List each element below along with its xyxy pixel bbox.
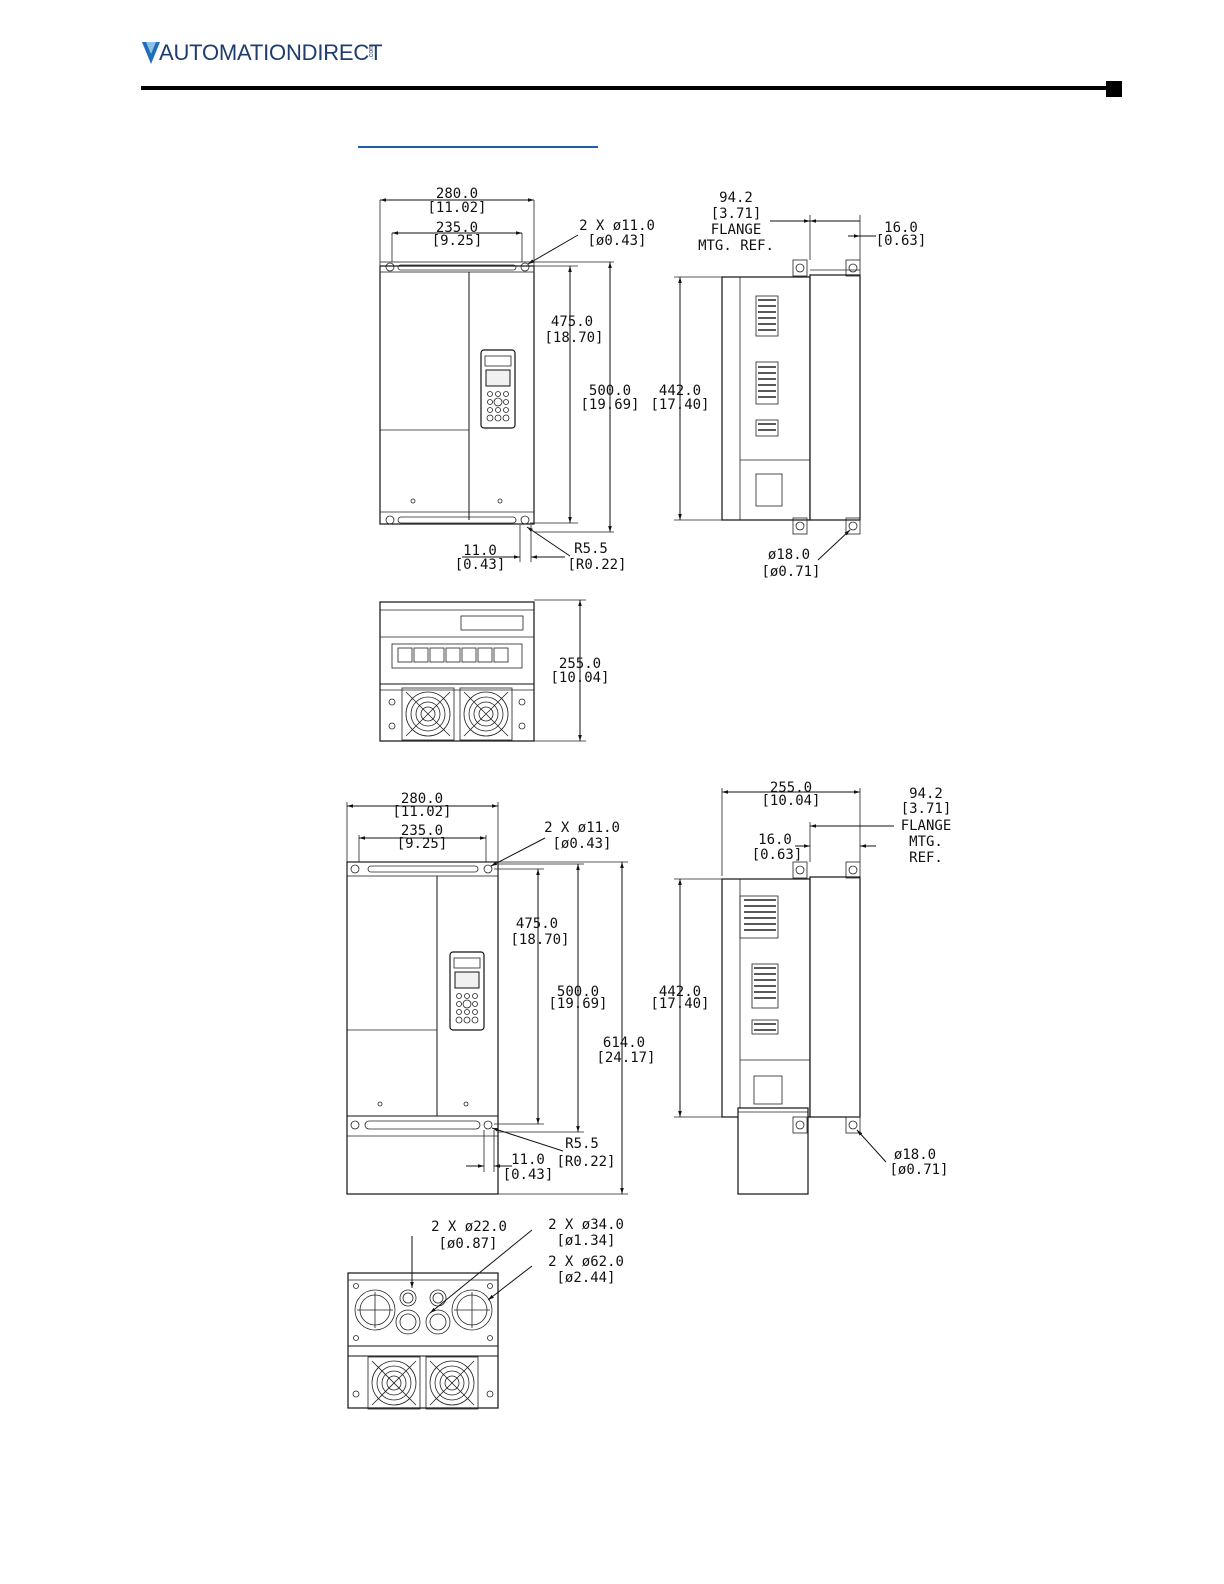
knockout-62-left-icon	[354, 1289, 396, 1331]
drawing1-side-dimension-lines	[674, 215, 876, 561]
drawing2-front-labels: 280.0 [11.02] 235.0 [9.25] 2 X ø11.0 [ø0…	[392, 791, 655, 1183]
d1-radius-mm: R5.5	[574, 541, 608, 557]
d1-width-mm: 280.0	[436, 186, 478, 202]
d1-flange-label-1: FLANGE	[711, 222, 762, 238]
d2-flange-in: [3.71]	[901, 801, 952, 817]
d2-k62-mm: 2 X ø62.0	[548, 1254, 624, 1270]
d1-width-in: [11.02]	[427, 200, 486, 216]
d2-k34-in: [ø1.34]	[556, 1233, 615, 1249]
d1-mount-mm: 235.0	[436, 220, 478, 236]
d2-hole-mm: ø18.0	[894, 1147, 936, 1163]
d2-h500-mm: 500.0	[557, 984, 599, 1000]
d1-h500-in: [19.69]	[580, 397, 639, 413]
d1-h475-mm: 475.0	[551, 314, 593, 330]
drawing1-front-dimension-lines	[379, 198, 614, 562]
drawing1-bottom-dimension-lines	[534, 599, 586, 742]
section-link-underline	[358, 146, 598, 148]
d1-holes-in: [ø0.43]	[587, 233, 646, 249]
d1-holes-mm: 2 X ø11.0	[579, 218, 655, 234]
d2-k22-mm: 2 X ø22.0	[431, 1219, 507, 1235]
d2-hole-in: [ø0.71]	[889, 1162, 948, 1178]
d2-flange-label-1: FLANGE	[901, 818, 952, 834]
d1-flange-label-2: MTG. REF.	[698, 238, 774, 254]
knockout-22-left-icon	[399, 1289, 417, 1307]
d1-flange-mm: 94.2	[719, 190, 753, 206]
drawing2-side-dimension-lines	[674, 788, 894, 1163]
d2-d16-mm: 16.0	[758, 832, 792, 848]
d1-d16-in: [0.63]	[876, 233, 927, 249]
header-rule	[141, 86, 1107, 90]
d2-flange-label-3: REF.	[909, 850, 943, 866]
d1-h442-in: [17.40]	[650, 397, 709, 413]
d2-flange-mm: 94.2	[909, 786, 943, 802]
d1-h500-mm: 500.0	[589, 383, 631, 399]
drawing1-bottom-labels: 255.0 [10.04]	[550, 656, 609, 686]
d2-radius-mm: R5.5	[565, 1136, 599, 1152]
knockout-34-left-icon	[395, 1309, 421, 1335]
d1-bot-mm: 11.0	[463, 543, 497, 559]
d2-d255-mm: 255.0	[770, 780, 812, 796]
drawing2-side-view	[721, 861, 861, 1195]
d2-k34-mm: 2 X ø34.0	[548, 1217, 624, 1233]
drawing2-front-dimension-lines	[346, 802, 628, 1195]
drawing2-bottom-labels: 2 X ø22.0 [ø0.87] 2 X ø34.0 [ø1.34] 2 X …	[431, 1217, 624, 1286]
d1-d16-mm: 16.0	[884, 220, 918, 236]
drawing2-front-view	[346, 861, 499, 1195]
d2-h614-in: [24.17]	[596, 1050, 655, 1066]
drawing2-bottom-view	[347, 1272, 499, 1410]
d1-hole-in: [ø0.71]	[761, 564, 820, 580]
d2-h500-in: [19.69]	[548, 996, 607, 1012]
drawing1-front-view	[379, 261, 535, 525]
knockout-62-right-icon	[451, 1289, 493, 1331]
d2-d16-in: [0.63]	[752, 847, 803, 863]
d2-holes-in: [ø0.43]	[552, 836, 611, 852]
d2-k62-in: [ø2.44]	[556, 1270, 615, 1286]
d1-depth-in: [10.04]	[550, 670, 609, 686]
d2-h442-in: [17.40]	[650, 996, 709, 1012]
drawing2-side-labels: 255.0 [10.04] 94.2 [3.71] FLANGE MTG. RE…	[650, 780, 951, 1178]
d2-holes-mm: 2 X ø11.0	[544, 820, 620, 836]
drawing1-front-labels: 280.0 [11.02] 235.0 [9.25] 2 X ø11.0 [ø0…	[427, 186, 654, 573]
drawing2-bottom-leaders	[410, 1229, 533, 1314]
header-rule-marker	[1106, 81, 1122, 97]
drawing1-side-labels: 94.2 [3.71] FLANGE MTG. REF. 16.0 [0.63]…	[650, 190, 926, 580]
d1-radius-in: [R0.22]	[567, 557, 626, 573]
d1-mount-in: [9.25]	[432, 233, 483, 249]
d2-width-in: [11.02]	[392, 804, 451, 820]
d1-hole-mm: ø18.0	[768, 547, 810, 563]
d2-mount-mm: 235.0	[401, 823, 443, 839]
d2-h614-mm: 614.0	[603, 1035, 645, 1051]
d2-width-mm: 280.0	[401, 791, 443, 807]
d1-h475-in: [18.70]	[544, 330, 603, 346]
drawing1-bottom-view	[379, 601, 535, 742]
d1-bot-in: [0.43]	[455, 557, 506, 573]
d2-bot-in: [0.43]	[503, 1167, 554, 1183]
d2-h442-mm: 442.0	[659, 984, 701, 1000]
drawing1-side-view	[721, 259, 861, 535]
d1-h442-mm: 442.0	[659, 383, 701, 399]
d2-flange-label-2: MTG.	[909, 834, 943, 850]
d2-mount-in: [9.25]	[397, 836, 448, 852]
d2-bot-mm: 11.0	[511, 1152, 545, 1168]
d2-h475-in: [18.70]	[510, 932, 569, 948]
d2-radius-in: [R0.22]	[556, 1154, 615, 1170]
d2-h475-mm: 475.0	[516, 916, 558, 932]
d1-flange-in: [3.71]	[711, 206, 762, 222]
d2-k22-in: [ø0.87]	[438, 1236, 497, 1252]
d2-d255-in: [10.04]	[761, 793, 820, 809]
knockout-34-right-icon	[425, 1309, 451, 1335]
d1-depth-mm: 255.0	[559, 656, 601, 672]
logo-text: AUTOMATIONDIRECT	[159, 40, 383, 65]
automationdirect-logo-icon	[142, 42, 160, 64]
